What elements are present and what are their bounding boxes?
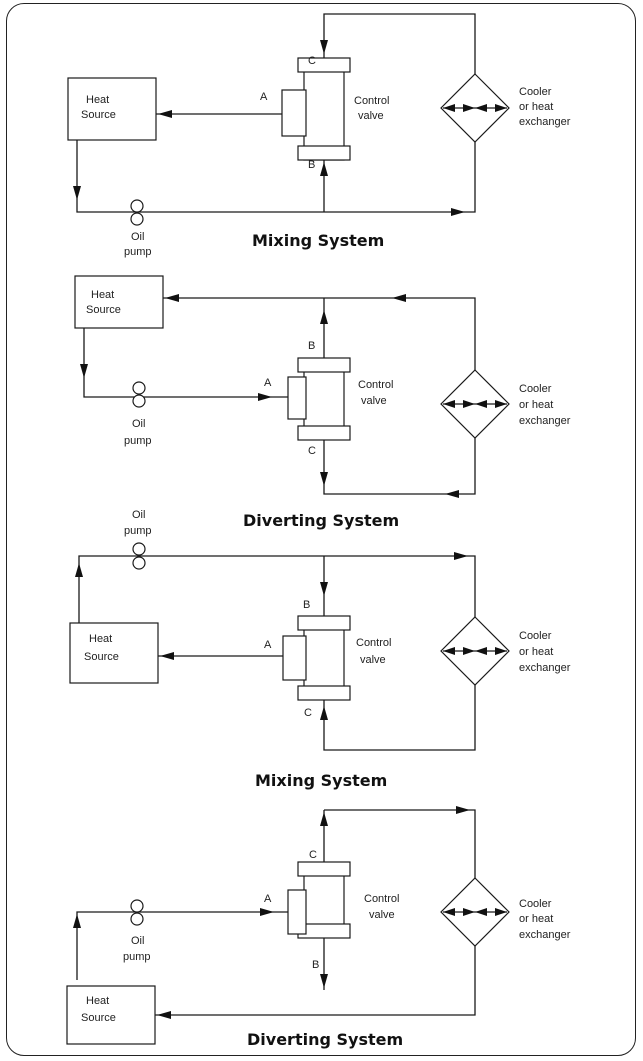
- heat-source-label-line2: Source: [81, 109, 116, 121]
- control-valve-port-a: [287, 376, 307, 420]
- control-valve-label-line2: valve: [369, 909, 395, 921]
- control-valve-label-line2: valve: [358, 110, 384, 122]
- oil-pump-icon: [130, 199, 144, 213]
- heat-source-label-line1: Heat: [86, 995, 109, 1007]
- cooler-label-line2: or heat: [519, 399, 553, 411]
- control-valve-label-line2: valve: [361, 395, 387, 407]
- oil-pump-label-line1: Oil: [131, 935, 144, 947]
- cooler-label-line3: exchanger: [519, 116, 571, 128]
- oil-pump-label-line2: pump: [124, 525, 152, 537]
- heat-source-label-line2: Source: [86, 304, 121, 316]
- system-title: Mixing System: [255, 771, 387, 790]
- oil-pump-label-line1: Oil: [131, 231, 144, 243]
- oil-pump-icon: [132, 542, 146, 556]
- system-2-diverting: Heat Source Oil pump Control valve A B C…: [74, 275, 571, 530]
- arrow-down-c: [320, 40, 328, 54]
- control-valve-label-line1: Control: [356, 637, 391, 649]
- cooler-label-line3: exchanger: [519, 929, 571, 941]
- port-b-label: B: [303, 599, 310, 611]
- system-title: Diverting System: [243, 511, 399, 530]
- system-1-mixing: Heat Source Oil pump Control valve A B C: [67, 13, 571, 258]
- oil-pump-icon: [130, 899, 144, 913]
- port-c-label: C: [304, 707, 312, 719]
- oil-pump-label-line2: pump: [124, 435, 152, 447]
- port-a-label: A: [264, 377, 272, 389]
- arrow-up-b: [320, 162, 328, 176]
- port-a-label: A: [260, 91, 268, 103]
- port-c-label: C: [309, 849, 317, 861]
- heat-source-label-line1: Heat: [86, 94, 109, 106]
- control-valve-port-a: [282, 635, 307, 681]
- arrow-right: [451, 208, 465, 216]
- cooler-label-line1: Cooler: [519, 383, 552, 395]
- oil-pump-label-line1: Oil: [132, 509, 145, 521]
- arrow-down: [73, 186, 81, 200]
- system-4-diverting: Heat Source Oil pump Control valve A B C…: [66, 806, 571, 1049]
- pipe-a: [76, 911, 288, 980]
- heat-source-label-line1: Heat: [89, 633, 112, 645]
- heat-source-label-line2: Source: [81, 1012, 116, 1024]
- system-title: Mixing System: [252, 231, 384, 250]
- heat-source-label-line1: Heat: [91, 289, 114, 301]
- heat-source-label-line2: Source: [84, 651, 119, 663]
- cooler-label-line2: or heat: [519, 101, 553, 113]
- heat-source-box: [74, 275, 164, 329]
- diagram-frame: [6, 3, 636, 1056]
- control-valve-label-line1: Control: [354, 95, 389, 107]
- control-valve-label-line2: valve: [360, 654, 386, 666]
- port-a-label: A: [264, 893, 272, 905]
- control-valve-port-a: [287, 889, 307, 935]
- cooler-label-line2: or heat: [519, 646, 553, 658]
- port-c-label: C: [308, 445, 316, 457]
- heat-source-box: [67, 77, 157, 141]
- control-valve-body: [303, 873, 345, 927]
- control-valve-label-line1: Control: [364, 893, 399, 905]
- oil-pump-label-line1: Oil: [132, 418, 145, 430]
- cooler-label-line1: Cooler: [519, 630, 552, 642]
- pipe-a: [83, 328, 288, 398]
- control-valve-body: [303, 369, 345, 429]
- oil-pump-label-line2: pump: [123, 951, 151, 963]
- port-a-label: A: [264, 639, 272, 651]
- system-title: Diverting System: [247, 1030, 403, 1049]
- cooler-label-line3: exchanger: [519, 415, 571, 427]
- cooler-label-line1: Cooler: [519, 898, 552, 910]
- oil-pump-label-line2: pump: [124, 246, 152, 258]
- cooler-label-line2: or heat: [519, 913, 553, 925]
- cooler-label-line1: Cooler: [519, 86, 552, 98]
- oil-pump-icon: [132, 381, 146, 395]
- heat-source-box: [66, 985, 156, 1045]
- arrow-left-a: [158, 110, 172, 118]
- port-c-label: C: [308, 55, 316, 67]
- port-b-label: B: [312, 959, 319, 971]
- control-valve-body: [303, 627, 345, 689]
- heat-source-box: [69, 622, 159, 684]
- control-valve-port-a: [281, 89, 307, 137]
- port-b-label: B: [308, 159, 315, 171]
- system-3-mixing: Oil pump Heat Source Control valve A B C…: [69, 509, 571, 790]
- port-b-label: B: [308, 340, 315, 352]
- control-valve-label-line1: Control: [358, 379, 393, 391]
- cooler-label-line3: exchanger: [519, 662, 571, 674]
